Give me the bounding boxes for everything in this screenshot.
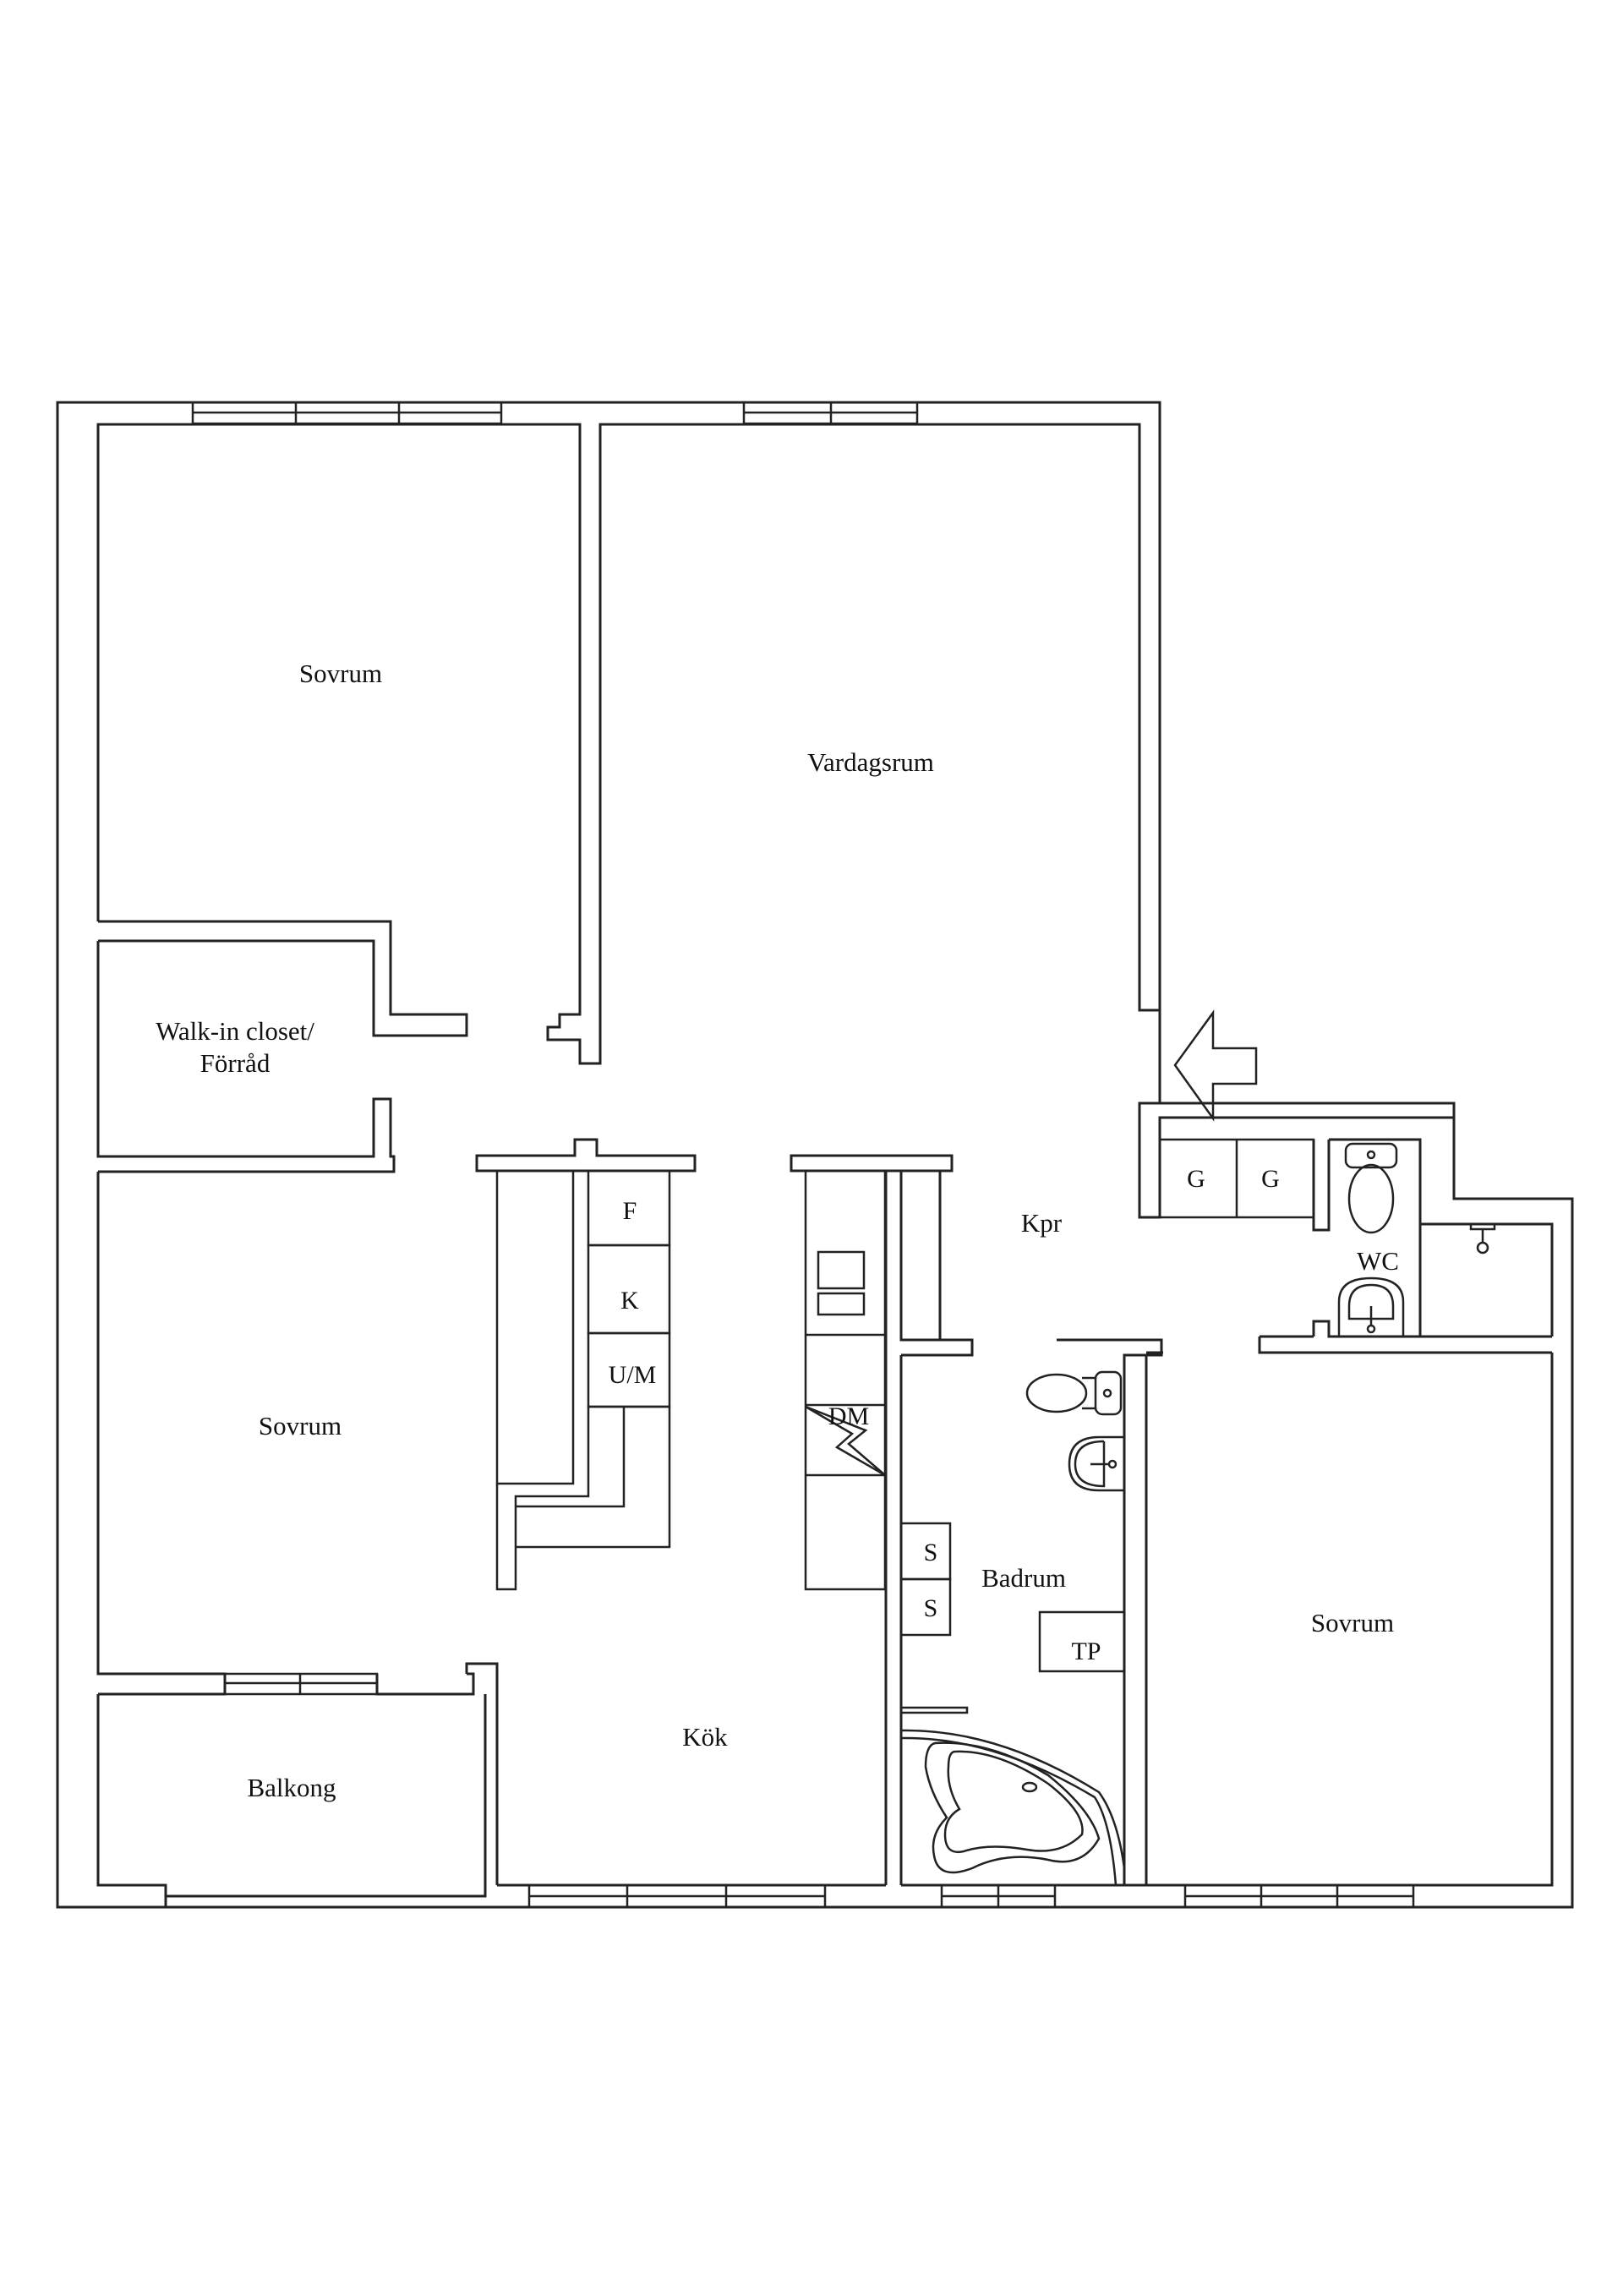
toilet-icon-badrum [1025, 1370, 1123, 1416]
label-walk-in-2: Förråd [200, 1048, 270, 1078]
wall-sovrum-1 [96, 423, 1160, 1065]
label-sovrum-2: Sovrum [259, 1411, 342, 1440]
label-oven-microwave: U/M [609, 1361, 657, 1389]
bathtub-icon [900, 1729, 1126, 1886]
kitchen-counter-left [475, 1138, 697, 1173]
kitchen-cabinet-tall [495, 1169, 575, 1485]
toilet-icon-wc [1344, 1142, 1398, 1234]
label-washer-dryer: TP [1071, 1637, 1101, 1665]
label-balkong: Balkong [247, 1773, 336, 1802]
wall-sovrum-2 [96, 1172, 227, 1696]
label-fridge: F [623, 1197, 637, 1225]
kitchen-counter-right-top [790, 1154, 954, 1173]
bath-storage-2 [899, 1577, 952, 1637]
label-wardrobe-1: G [1187, 1165, 1205, 1193]
label-walk-in-1: Walk-in closet/ [156, 1016, 314, 1046]
label-bath-storage-2: S [924, 1594, 938, 1622]
wall-wc-left [1312, 1140, 1331, 1232]
label-bath-storage-1: S [924, 1539, 938, 1566]
entrance-arrow-icon [1173, 1009, 1258, 1122]
stove-burner-large [817, 1250, 866, 1290]
wall-kok-left [375, 1662, 499, 1885]
stove-burner-small [817, 1292, 866, 1316]
wall-wc [1258, 1138, 1552, 1354]
window-top-left [191, 401, 503, 425]
window-top-right [742, 401, 919, 425]
window-balkong-door [223, 1672, 379, 1696]
wall-shower [1420, 1222, 1554, 1337]
window-sovrum-3 [1183, 1883, 1415, 1909]
label-wc: WC [1357, 1246, 1399, 1276]
label-sovrum-1: Sovrum [299, 659, 382, 688]
shower-rail [899, 1706, 969, 1714]
label-kok: Kök [682, 1722, 728, 1752]
wall-walk-in [96, 941, 396, 1173]
label-vardagsrum: Vardagsrum [807, 747, 934, 777]
label-kpr: Kpr [1021, 1208, 1063, 1238]
window-badrum [940, 1883, 1057, 1909]
kitchen-counter-l [495, 1405, 671, 1591]
shower-icon [1469, 1222, 1496, 1255]
wall-hall-right [1138, 1009, 1454, 1219]
window-kok [527, 1883, 827, 1909]
washer-dryer [1038, 1610, 1126, 1673]
label-dishwasher: DM [828, 1402, 869, 1430]
wall-sovrum-1-bottom [98, 920, 468, 1037]
wall-balkong [96, 1694, 487, 1907]
label-sovrum-3: Sovrum [1311, 1608, 1394, 1637]
label-badrum: Badrum [981, 1563, 1066, 1593]
label-freezer: K [620, 1287, 639, 1315]
label-wardrobe-2: G [1261, 1165, 1280, 1193]
sink-icon-badrum [1068, 1435, 1124, 1492]
kitchen-counter-right [804, 1169, 887, 1591]
sink-icon-wc [1337, 1276, 1405, 1337]
wall-kok-badrum [884, 1171, 942, 1885]
